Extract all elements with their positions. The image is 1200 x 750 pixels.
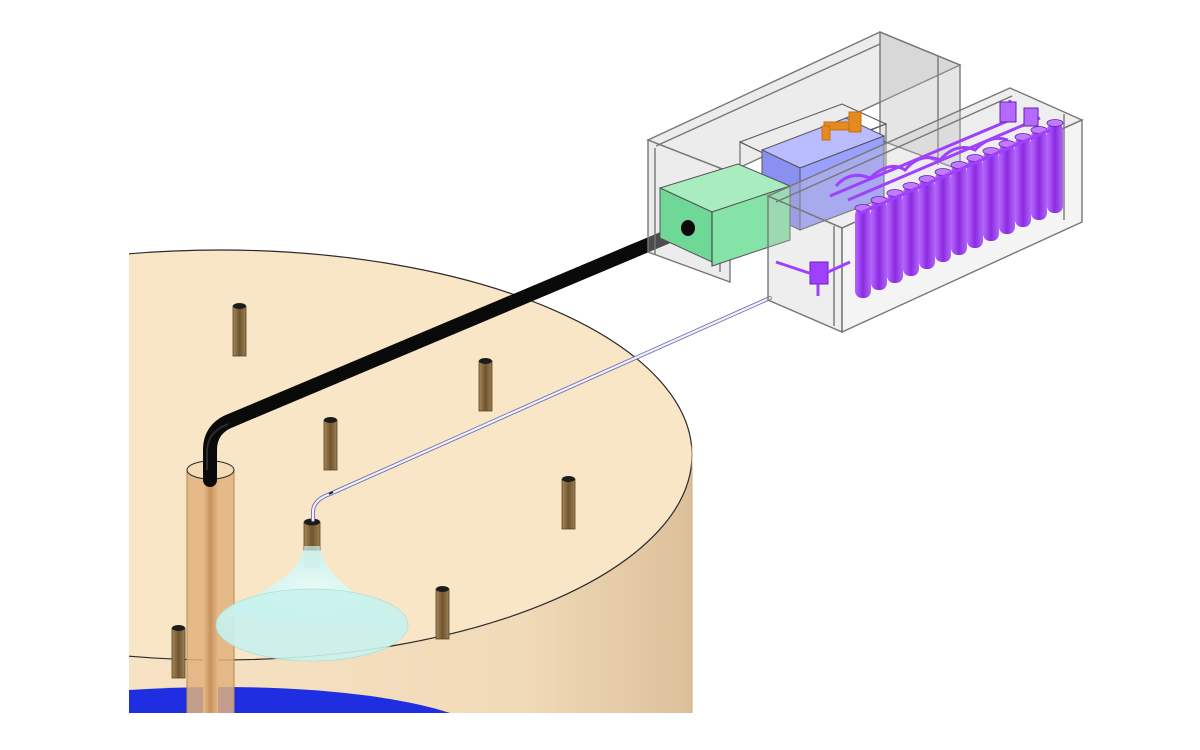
gas-cylinder	[854, 204, 872, 298]
gas-cylinder	[966, 154, 984, 248]
gas-manifold	[829, 100, 1051, 216]
supply-line	[311, 296, 772, 522]
pipe-inlet	[681, 220, 695, 236]
riser-column	[186, 460, 235, 713]
orange-fitting	[821, 111, 862, 141]
gas-cylinder	[902, 182, 920, 276]
standpipe	[323, 417, 338, 471]
diffuser-base	[215, 588, 409, 662]
diffuser-inlet	[303, 521, 321, 551]
standpipes	[171, 303, 576, 679]
standpipe	[232, 303, 247, 357]
standpipe	[561, 476, 576, 530]
gas-cylinder	[1030, 126, 1048, 220]
gas-cylinder	[934, 168, 952, 262]
gas-cylinder	[918, 175, 936, 269]
gas-cylinder	[998, 140, 1016, 234]
gas-cylinder	[870, 196, 888, 290]
diffuser	[215, 518, 409, 662]
feed-pipe	[203, 221, 695, 487]
gas-cylinder	[1014, 133, 1032, 227]
gas-cylinder	[1046, 119, 1064, 213]
gas-cylinder	[950, 161, 968, 255]
container-unit	[646, 30, 1084, 334]
gas-cylinder	[886, 189, 904, 283]
standpipe	[478, 358, 493, 412]
gas-valve	[775, 260, 851, 296]
standpipe	[171, 625, 186, 679]
gas-cylinder	[982, 147, 1000, 241]
standpipe	[435, 586, 450, 640]
